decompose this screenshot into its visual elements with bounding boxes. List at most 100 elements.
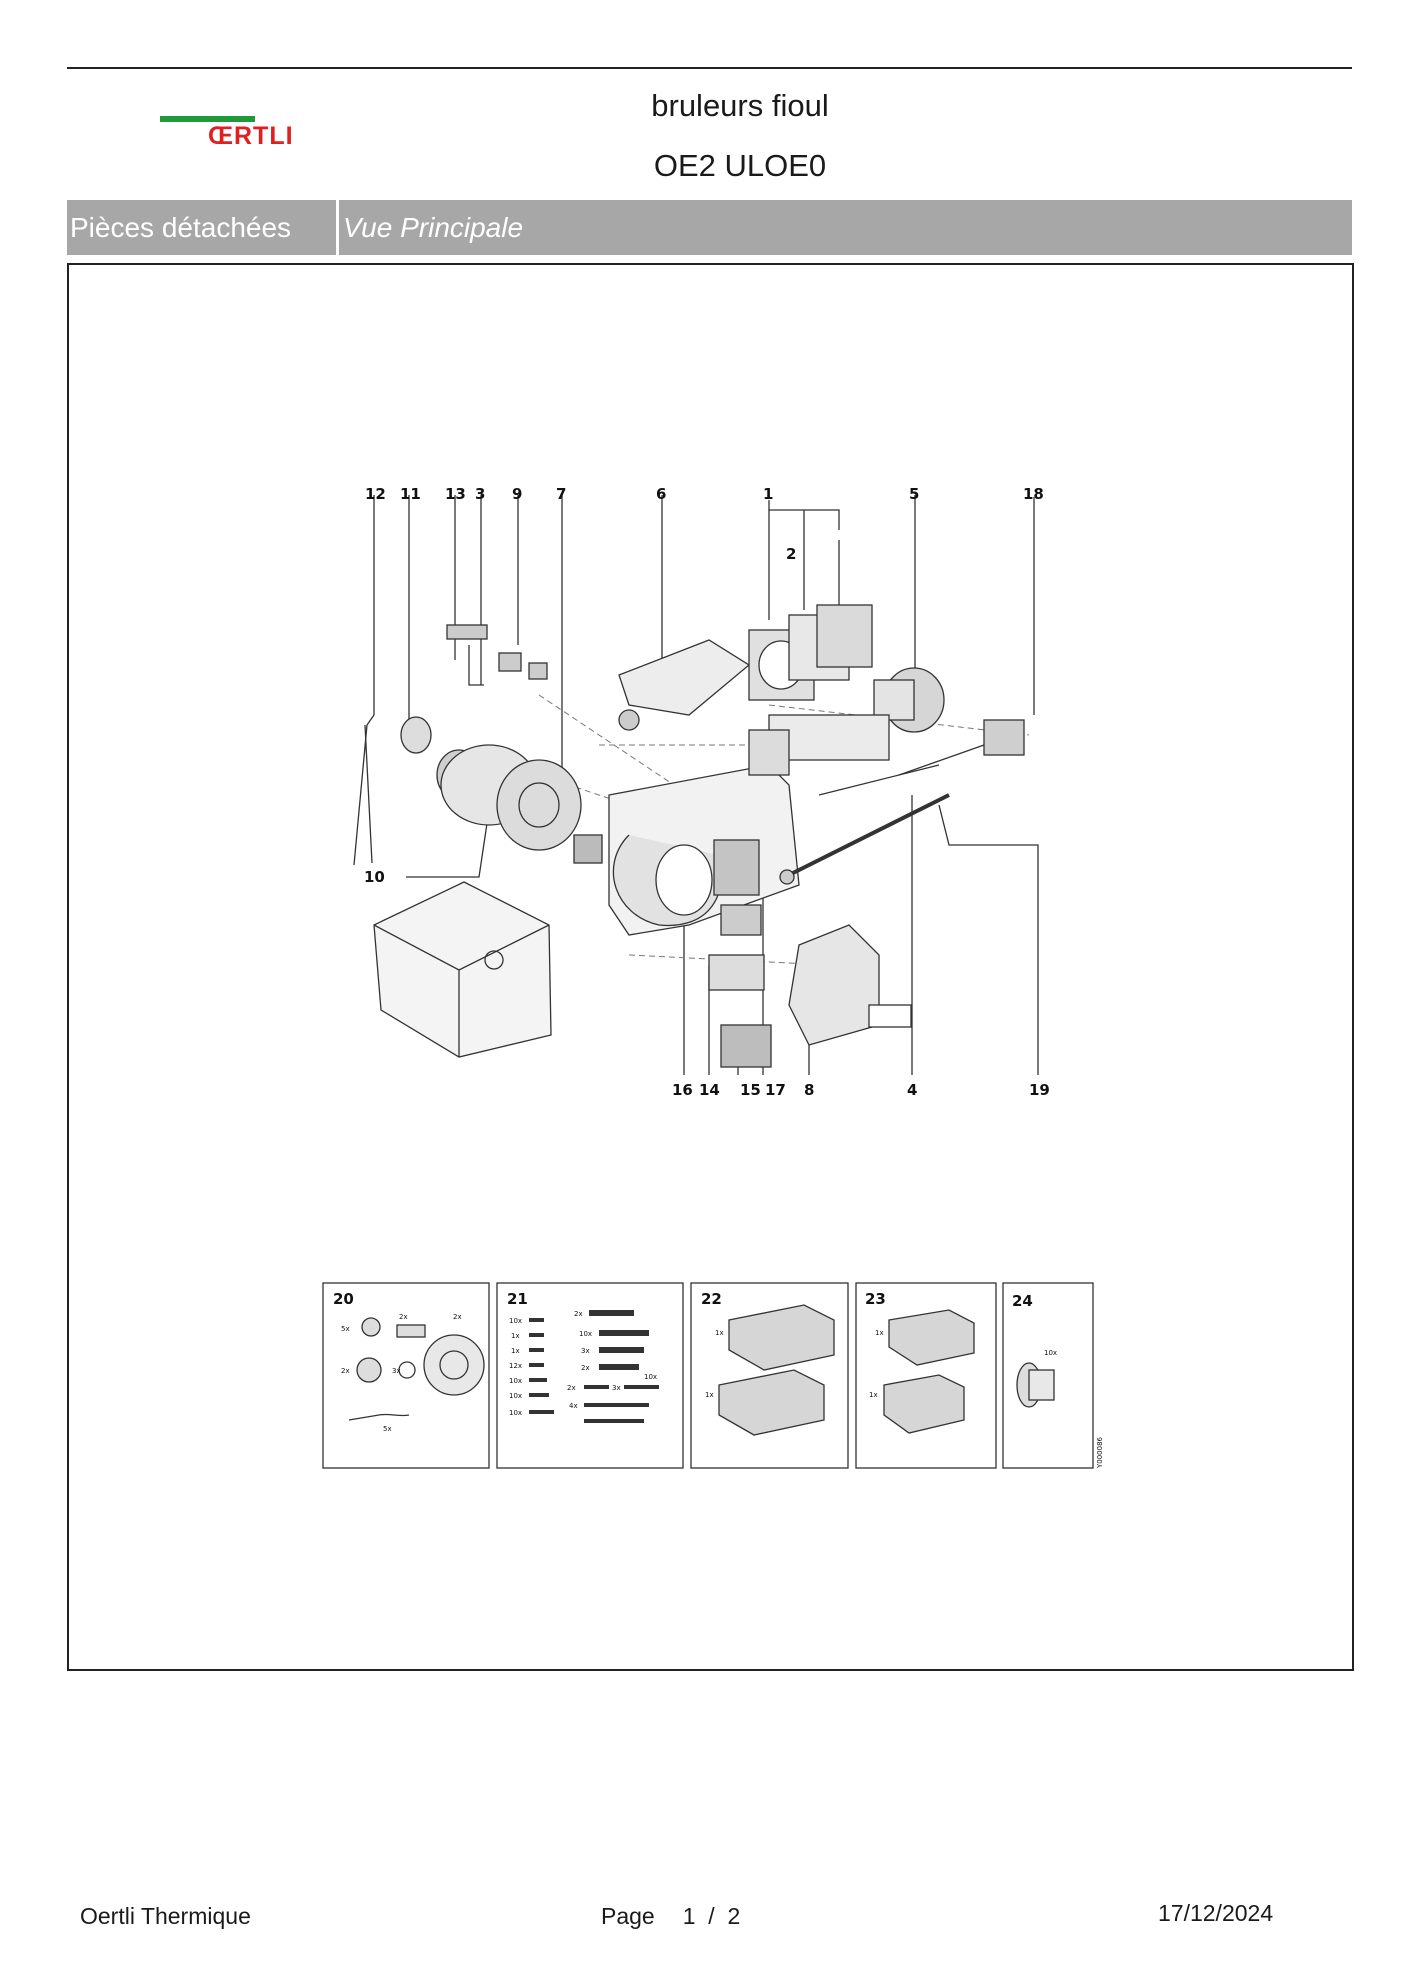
document-title: bruleurs fioul	[651, 88, 829, 123]
kit23-qty: 1x	[875, 1329, 884, 1337]
part-6	[618, 639, 751, 716]
exploded-view-diagram: 12 11 13 3 9 7 6 1 5 18 2 10 16 14 15 17…	[322, 485, 1104, 1469]
callout-7: 7	[556, 485, 566, 503]
section-label: Pièces détachées	[70, 212, 292, 243]
transformer-17	[713, 839, 760, 896]
footer-date: 17/12/2024	[1158, 1900, 1274, 1926]
kit21-qty: 3x	[581, 1347, 590, 1355]
callout-18: 18	[1023, 485, 1044, 503]
page-separator: /	[708, 1903, 715, 1929]
callout-4: 4	[907, 1081, 917, 1099]
kit20-disc	[423, 1334, 485, 1396]
part-6-knob	[618, 709, 640, 731]
kit21-qty: 10x	[509, 1377, 522, 1385]
kit20-cable	[348, 1413, 410, 1421]
view-label: Vue Principale	[343, 212, 524, 243]
nozzle-line-4	[788, 793, 950, 877]
callout-13: 13	[445, 485, 466, 503]
housing-outlet	[655, 844, 713, 916]
kit21-qty: 10x	[509, 1317, 522, 1325]
pipe-3	[468, 645, 484, 686]
kit24-grommet-body	[1028, 1369, 1055, 1401]
kit-panel-22	[690, 1282, 849, 1469]
logo-green-bar	[160, 116, 255, 122]
kit20-ring	[398, 1361, 416, 1379]
callout-11: 11	[400, 485, 421, 503]
kit22-qty: 1x	[705, 1391, 714, 1399]
kit21-qty: 10x	[579, 1330, 592, 1338]
kit20-qty: 5x	[341, 1325, 350, 1333]
section-divider	[336, 200, 339, 255]
flange-1b	[816, 604, 873, 668]
kit20-qty: 2x	[341, 1367, 350, 1375]
tube-flange	[748, 729, 790, 776]
valve-9	[498, 652, 522, 672]
kit22-connector-a	[728, 1304, 835, 1371]
leader-10	[406, 809, 490, 878]
kit22-qty: 1x	[715, 1329, 724, 1337]
footer-company: Oertli Thermique	[80, 1903, 251, 1929]
kit-label-21: 21	[507, 1290, 528, 1308]
model-title: OE2 ULOE0	[653, 148, 827, 183]
callout-14: 14	[699, 1081, 720, 1099]
kit20-qty: 2x	[399, 1313, 408, 1321]
cable-12	[353, 714, 375, 866]
part-13	[446, 624, 488, 640]
kit21-qty: 10x	[644, 1373, 657, 1381]
callout-17: 17	[765, 1081, 786, 1099]
cover-edges	[373, 924, 550, 1057]
fan-hub	[518, 782, 560, 828]
electrode-wire	[818, 764, 940, 796]
callout-19: 19	[1029, 1081, 1050, 1099]
callout-10: 10	[364, 868, 385, 886]
header-rule	[67, 67, 1352, 69]
kit20-nut	[361, 1317, 381, 1337]
kit24-qty: 10x	[1044, 1349, 1057, 1357]
page-current: 1	[682, 1903, 696, 1929]
kit23-qty: 1x	[869, 1391, 878, 1399]
kit-label-20: 20	[333, 1290, 354, 1308]
kit21-qty: 2x	[567, 1384, 576, 1392]
electrode-rod	[898, 744, 985, 776]
kit20-disc-hole	[439, 1350, 469, 1380]
kit21-qty: 3x	[612, 1384, 621, 1392]
kit-label-22: 22	[701, 1290, 722, 1308]
callout-9: 9	[512, 485, 522, 503]
kit21-qty: 1x	[511, 1347, 520, 1355]
kit21-qty: 10x	[509, 1409, 522, 1417]
label-plate	[868, 1004, 912, 1028]
kit-panel-24	[1002, 1282, 1094, 1469]
kit20-qty: 2x	[453, 1313, 462, 1321]
callout-2: 2	[786, 545, 796, 563]
callout-15: 15	[740, 1081, 761, 1099]
burner-head-5-body	[873, 679, 915, 721]
kit-panel-23	[855, 1282, 997, 1469]
drawing-code: Y000086	[1096, 1436, 1104, 1469]
kit-label-23: 23	[865, 1290, 886, 1308]
kit22-connector-b	[718, 1369, 825, 1436]
module-15	[720, 1024, 772, 1068]
kit20-fitting	[396, 1324, 426, 1338]
kit21-qty: 12x	[509, 1362, 522, 1370]
motor-11	[400, 716, 432, 754]
callout-16: 16	[672, 1081, 693, 1099]
base-16	[708, 954, 765, 991]
callout-12: 12	[365, 485, 386, 503]
nozzle	[779, 869, 795, 885]
kit21-qty: 4x	[569, 1402, 578, 1410]
electrode-18	[983, 719, 1025, 756]
relay-14	[720, 904, 762, 936]
connector-block	[573, 834, 603, 864]
diagram-frame: 12 11 13 3 9 7 6 1 5 18 2 10 16 14 15 17…	[67, 263, 1354, 1671]
cover-hole	[484, 950, 504, 970]
logo-text: ŒRTLI	[208, 122, 294, 150]
callout-8: 8	[804, 1081, 814, 1099]
kit23-connector-a	[888, 1309, 975, 1366]
callout-5: 5	[909, 485, 919, 503]
kit21-qty: 1x	[511, 1332, 520, 1340]
kit21-qty: 2x	[574, 1310, 583, 1318]
oertli-logo: ŒRTLI	[160, 116, 310, 152]
kit-panel-20	[322, 1282, 490, 1469]
kit21-qty: 2x	[581, 1364, 590, 1372]
